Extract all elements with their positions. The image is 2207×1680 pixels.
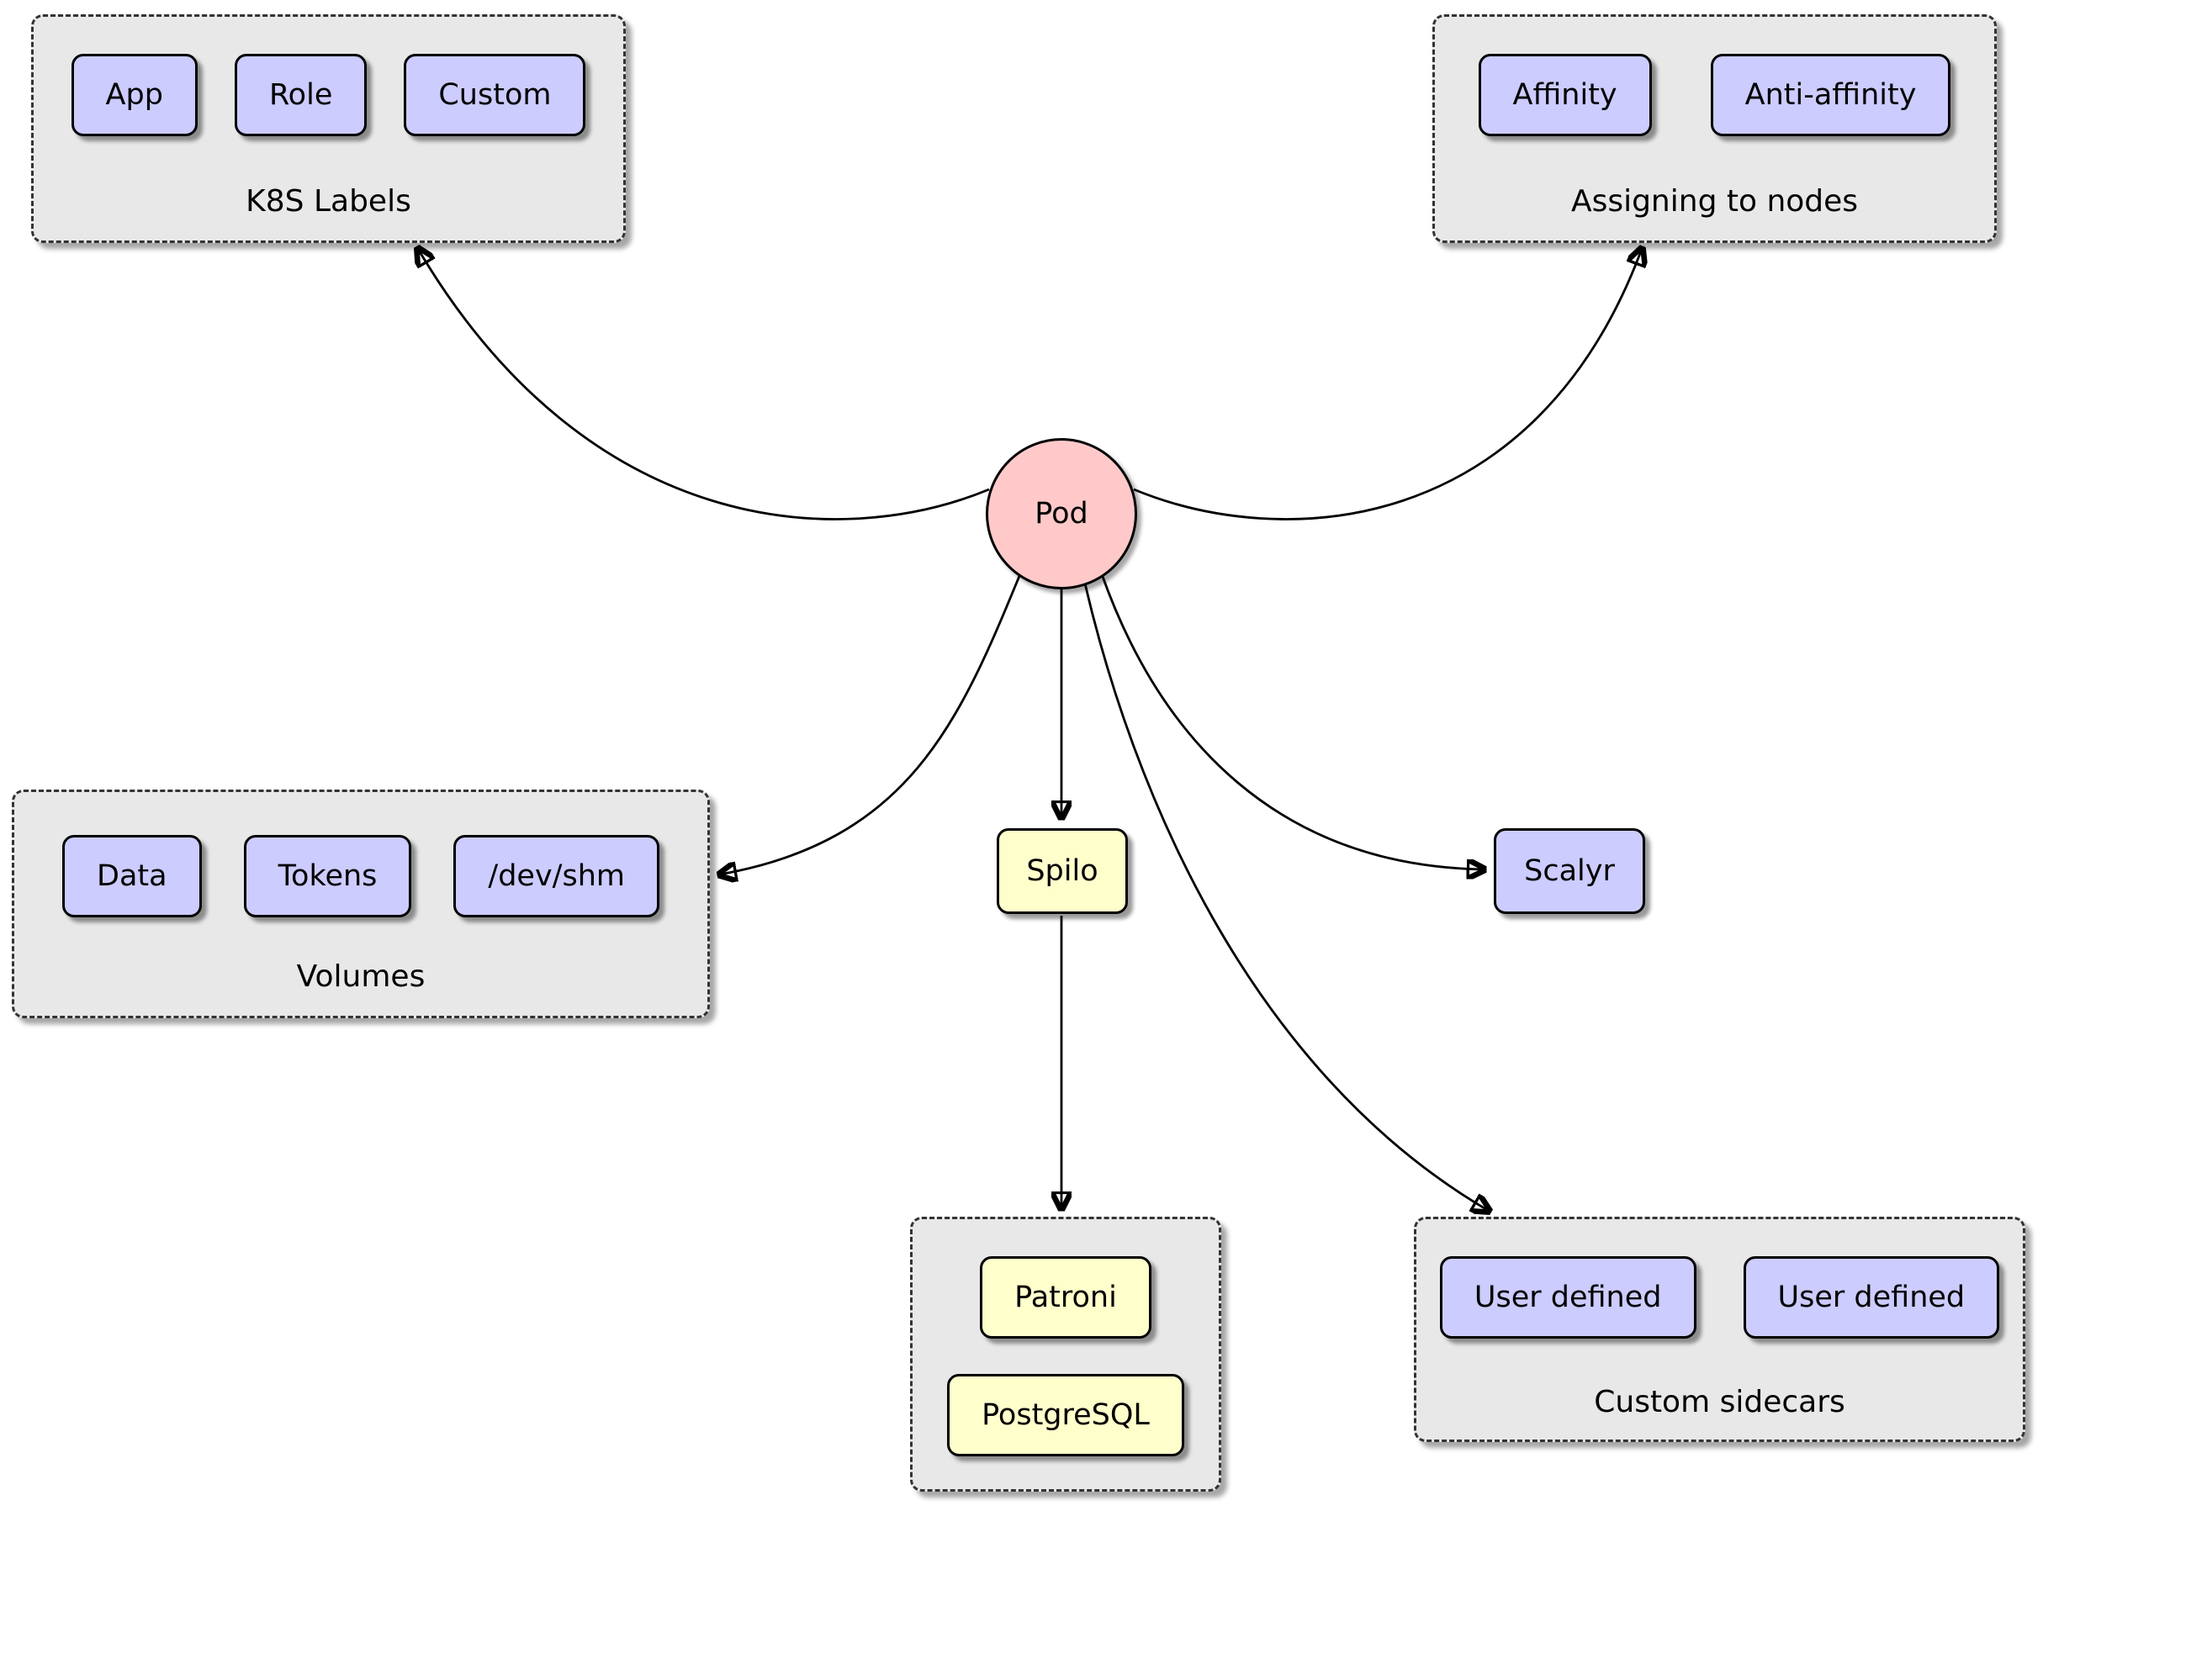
- group-k8s-labels: App Role Custom K8S Labels: [31, 14, 626, 243]
- caption-custom-sidecars: Custom sidecars: [1594, 1385, 1845, 1419]
- node-dev-shm: /dev/shm: [453, 835, 659, 917]
- spilo-stack-column: Patroni PostgreSQL: [913, 1219, 1219, 1456]
- node-tokens: Tokens: [243, 835, 412, 917]
- caption-assigning-to-nodes: Assigning to nodes: [1570, 184, 1859, 219]
- group-assigning-to-nodes: Affinity Anti-affinity Assigning to node…: [1432, 14, 1997, 243]
- node-user-defined-1: User defined: [1439, 1256, 1696, 1339]
- edge-pod-to-custom-sidecars: [1083, 583, 1489, 1211]
- node-affinity: Affinity: [1478, 54, 1652, 136]
- volumes-row: Data Tokens /dev/shm: [14, 792, 707, 917]
- edge-pod-to-scalyr: [1100, 573, 1484, 869]
- edge-pod-to-assigning-nodes: [1133, 249, 1642, 520]
- node-app: App: [71, 54, 198, 136]
- edge-pod-to-volumes: [720, 575, 1021, 874]
- caption-k8s-labels: K8S Labels: [246, 184, 411, 219]
- node-custom: Custom: [404, 54, 586, 136]
- node-pod: Pod: [986, 438, 1137, 589]
- node-postgresql: PostgreSQL: [947, 1374, 1184, 1456]
- node-patroni: Patroni: [980, 1256, 1151, 1339]
- node-scalyr: Scalyr: [1494, 828, 1645, 914]
- node-anti-affinity: Anti-affinity: [1710, 54, 1951, 136]
- assigning-nodes-row: Affinity Anti-affinity: [1435, 17, 1994, 136]
- node-role: Role: [234, 54, 368, 136]
- node-spilo: Spilo: [997, 828, 1128, 914]
- node-data: Data: [62, 835, 202, 917]
- caption-volumes: Volumes: [296, 959, 426, 994]
- edge-pod-to-k8s-labels: [418, 249, 990, 520]
- group-spilo-stack: Patroni PostgreSQL: [910, 1217, 1221, 1492]
- custom-sidecars-row: User defined User defined: [1416, 1219, 2023, 1339]
- node-user-defined-2: User defined: [1743, 1256, 2000, 1339]
- group-volumes: Data Tokens /dev/shm Volumes: [12, 790, 710, 1018]
- group-custom-sidecars: User defined User defined Custom sidecar…: [1414, 1217, 2025, 1442]
- k8s-labels-row: App Role Custom: [34, 17, 623, 136]
